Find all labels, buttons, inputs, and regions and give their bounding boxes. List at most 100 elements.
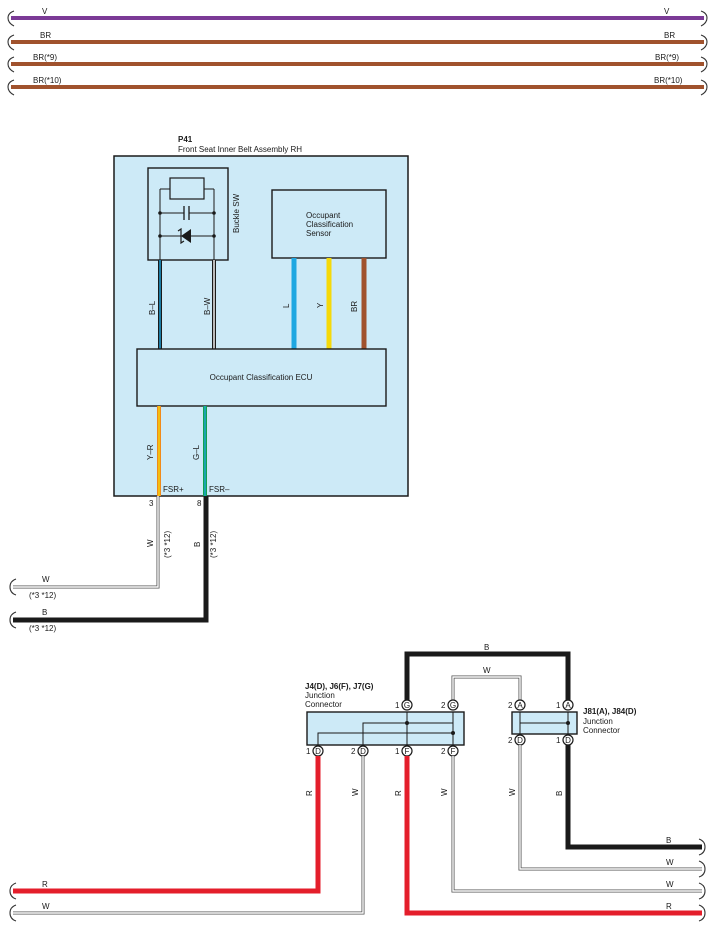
bus-wire-br10-right-label: BR(*10) <box>654 76 683 85</box>
junction1-title: J4(D), J6(F), J7(G) <box>305 682 374 691</box>
ecu-label: Occupant Classification ECU <box>210 373 313 382</box>
j1-pin-1g-num: 1 <box>395 701 400 710</box>
bottom-wire-b3: B <box>555 745 702 850</box>
wire-w-out-note: (*3 *12) <box>163 531 172 558</box>
j2-pin-1d-num: 1 <box>556 736 561 745</box>
sensor-label-line1: Occupant <box>306 211 341 220</box>
pin-8-label: 8 <box>197 499 202 508</box>
bus-wire-v-left-label: V <box>42 7 48 16</box>
wire-w-out: W (*3 *12) <box>13 496 172 589</box>
junction-connector-1: J4(D), J6(F), J7(G) Junction Connector <box>305 682 465 746</box>
bottom-wire-w1-label: W <box>351 788 360 796</box>
bottom-wire-w2: W <box>440 756 702 893</box>
wire-y-label: Y <box>316 302 325 308</box>
bottom-wire-r1: R <box>13 756 321 894</box>
wire-g-l: G–L <box>192 406 207 496</box>
j1-pin-2f-letter: F <box>451 747 456 756</box>
fsr-plus-label: FSR+ <box>163 485 184 494</box>
jc-top-b-label: B <box>484 643 489 652</box>
wire-y-r-label: Y–R <box>146 444 155 460</box>
wire-l: L <box>282 258 297 349</box>
wire-b-out-label: B <box>193 542 202 547</box>
bottom-wire-w3-label: W <box>508 788 517 796</box>
left-wire-w-label: W <box>42 575 50 584</box>
pin-3-label: 3 <box>149 499 154 508</box>
bottom-wire-w3: W <box>508 745 702 871</box>
wire-b-l-label: B–L <box>148 300 157 315</box>
bottom-wire-r2: R <box>394 756 702 916</box>
wire-b-w-label: B–W <box>203 297 212 315</box>
j1-pin-1g: 1 G <box>395 699 413 711</box>
bottom-right-w1-label: W <box>666 858 674 867</box>
wire-g-l-label: G–L <box>192 444 201 460</box>
wire-l-label: L <box>282 303 291 308</box>
bottom-left-w: W <box>9 902 50 922</box>
junction2-line1: Junction <box>583 717 613 726</box>
bottom-wire-r1-label: R <box>305 790 314 796</box>
bus-wire-br9: BR(*9) BR(*9) <box>7 53 708 73</box>
j2-pin-2a: 2 A <box>508 699 526 711</box>
j1-pin-2g-num: 2 <box>441 701 446 710</box>
j1-pin-2d: 2 D <box>351 745 369 757</box>
bottom-left-r: R <box>9 880 48 900</box>
wire-y: Y <box>316 258 332 349</box>
j1-pin-2f: 2 F <box>441 745 459 757</box>
left-wire-b: B (*3 *12) <box>9 608 56 633</box>
j1-pin-2f-num: 2 <box>441 747 446 756</box>
j2-pin-2a-letter: A <box>517 701 523 710</box>
jc-top-b-wire: B <box>404 643 571 705</box>
bottom-right-w1: W <box>666 858 706 878</box>
wire-b-out-note: (*3 *12) <box>209 531 218 558</box>
bottom-wire-w2-label: W <box>440 788 449 796</box>
bus-wire-v: V V <box>7 7 708 27</box>
j1-pin-1d-num: 1 <box>306 747 311 756</box>
bus-wire-br9-left-label: BR(*9) <box>33 53 57 62</box>
junction2-line2: Connector <box>583 726 620 735</box>
jc-top-w-wire: W <box>451 666 522 705</box>
bottom-wire-b3-label: B <box>555 791 564 796</box>
bus-wire-br-right-label: BR <box>664 31 675 40</box>
p41-code: P41 <box>178 135 193 144</box>
occupant-classification-sensor: Occupant Classification Sensor <box>271 189 387 259</box>
junction1-line1: Junction <box>305 691 335 700</box>
j2-pin-1a-num: 1 <box>556 701 561 710</box>
bottom-wire-w1: W <box>13 756 365 915</box>
left-wire-w: W (*3 *12) <box>9 575 56 600</box>
j1-pin-1d-letter: D <box>315 747 321 756</box>
buckle-switch: Buckle SW <box>147 167 241 261</box>
j2-pin-1a: 1 A <box>556 699 574 711</box>
j1-pin-1f: 1 F <box>395 745 413 757</box>
sensor-label-line3: Sensor <box>306 229 332 238</box>
bottom-right-b-label: B <box>666 836 671 845</box>
j2-pin-2d: 2 D <box>508 734 526 746</box>
bottom-right-w2: W <box>666 880 706 900</box>
occupant-classification-ecu: Occupant Classification ECU <box>136 348 387 407</box>
j2-pin-2d-letter: D <box>517 736 523 745</box>
left-wire-b-label: B <box>42 608 47 617</box>
bottom-left-w-label: W <box>42 902 50 911</box>
j1-pin-1f-letter: F <box>405 747 410 756</box>
bottom-wire-r2-label: R <box>394 790 403 796</box>
bus-wire-br-left-label: BR <box>40 31 51 40</box>
bottom-right-r-label: R <box>666 902 672 911</box>
j1-pin-2g-letter: G <box>450 701 456 710</box>
wire-y-r: Y–R <box>146 406 161 496</box>
wire-w-out-label: W <box>146 539 155 547</box>
wire-br: BR <box>350 258 367 349</box>
j1-pin-1d: 1 D <box>306 745 324 757</box>
left-wire-b-note: (*3 *12) <box>29 624 56 633</box>
sensor-label-line2: Classification <box>306 220 353 229</box>
bus-wire-br: BR BR <box>7 31 708 51</box>
p41-name: Front Seat Inner Belt Assembly RH <box>178 145 302 154</box>
j1-pin-1g-letter: G <box>404 701 410 710</box>
wire-b-l: B–L <box>148 260 162 349</box>
j1-pin-1f-num: 1 <box>395 747 400 756</box>
wire-b-w: B–W <box>203 260 216 349</box>
bottom-right-r: R <box>666 902 706 922</box>
junction1-line2: Connector <box>305 700 342 709</box>
bus-wire-v-right-label: V <box>664 7 670 16</box>
j1-pin-2g: 2 G <box>441 699 459 711</box>
j2-pin-1a-letter: A <box>565 701 571 710</box>
junction-connector-2: J81(A), J84(D) Junction Connector <box>511 707 637 735</box>
